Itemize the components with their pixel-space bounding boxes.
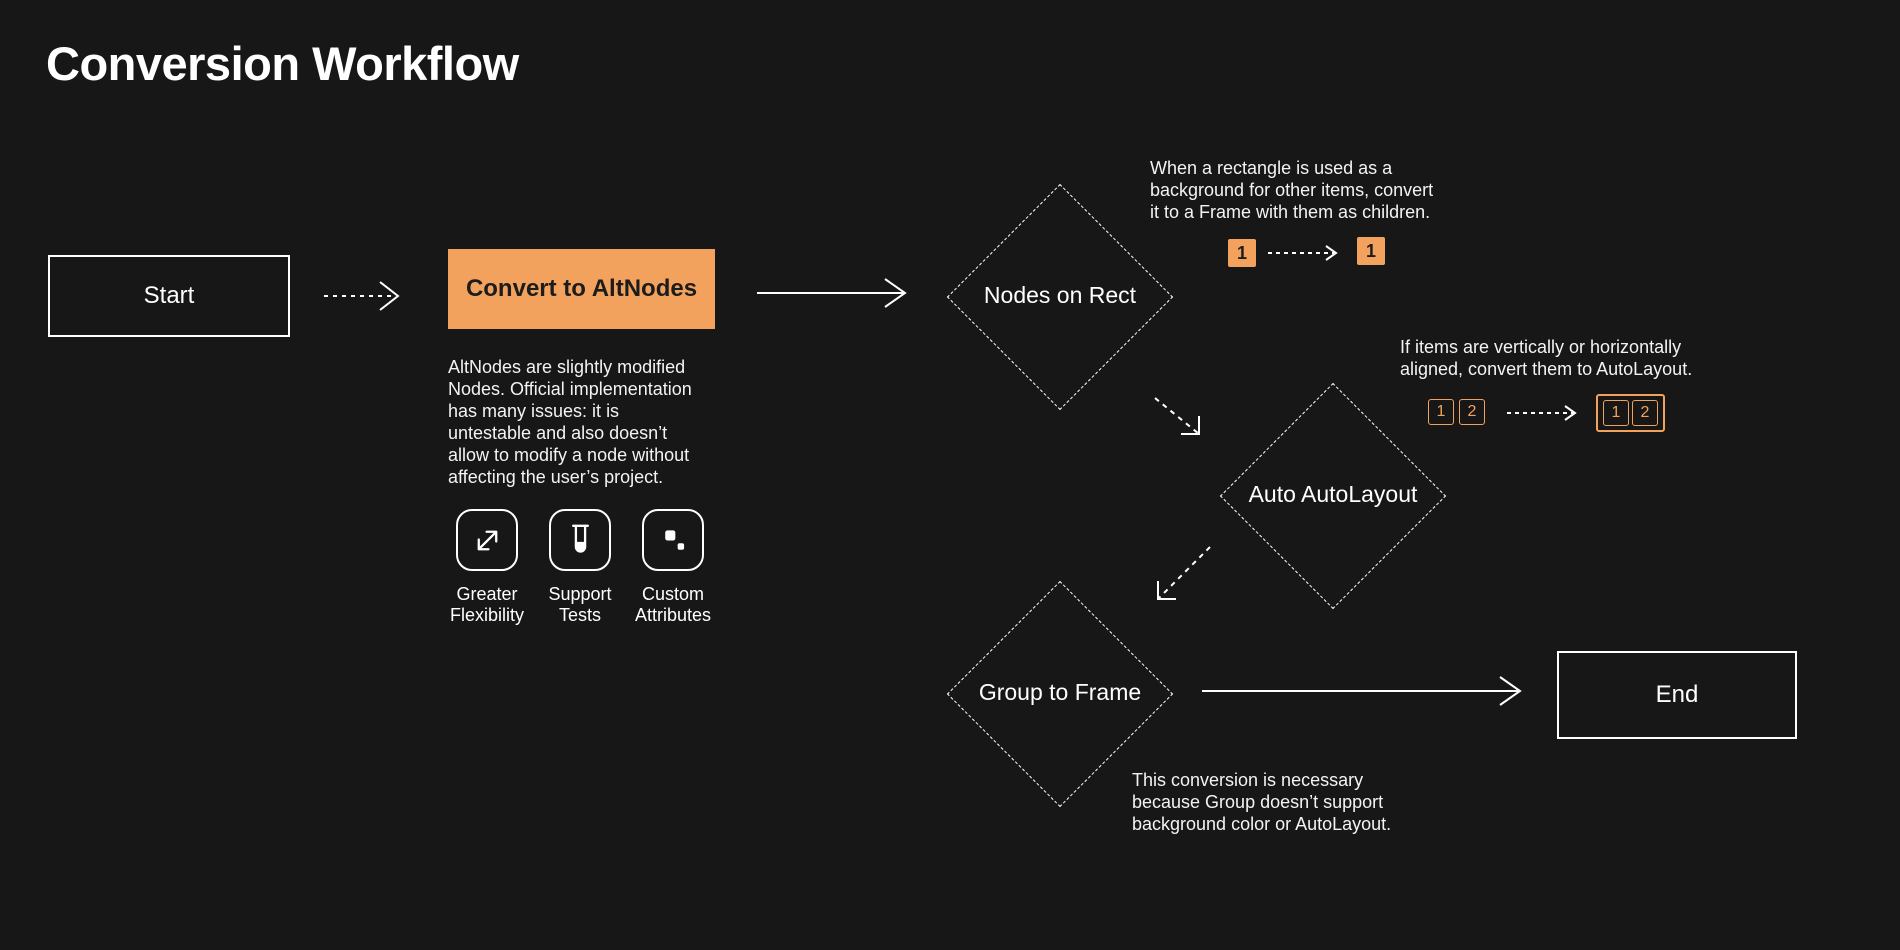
test-tube-icon bbox=[571, 524, 589, 553]
convert-to-altnodes-node: Convert to AltNodes bbox=[448, 249, 715, 329]
feature-custom-attributes-label: Custom Attributes bbox=[634, 584, 712, 625]
rect-to-frame-demo-arrow bbox=[1268, 245, 1338, 261]
feature-greater-flexibility-label: Greater Flexibility bbox=[449, 584, 524, 625]
group-to-frame-label: Group to Frame bbox=[978, 679, 1142, 705]
nodes-on-rect-label: Nodes on Rect bbox=[983, 282, 1137, 308]
autolayout-item-2-after: 2 bbox=[1632, 400, 1658, 426]
end-node-label: End bbox=[1655, 681, 1699, 708]
autolayout-result-group: 1 2 bbox=[1596, 394, 1665, 432]
start-node-label: Start bbox=[143, 282, 195, 309]
feature-support-tests bbox=[549, 509, 611, 571]
arrow-auto-autolayout-to-group-to-frame bbox=[1157, 546, 1211, 600]
autolayout-item-1-after: 1 bbox=[1603, 400, 1629, 426]
rect-before-square: 1 bbox=[1228, 239, 1256, 267]
group-to-frame-annotation: This conversion is necessary because Gro… bbox=[1132, 770, 1392, 834]
autolayout-demo-arrow bbox=[1507, 405, 1577, 421]
expand-arrows-icon bbox=[477, 530, 497, 550]
nodes-on-rect-annotation: When a rectangle is used as a background… bbox=[1150, 158, 1434, 222]
autolayout-item-1-before: 1 bbox=[1428, 399, 1454, 425]
custom-attributes-icon bbox=[664, 529, 684, 550]
autolayout-item-2-before: 2 bbox=[1459, 399, 1485, 425]
auto-autolayout-annotation: If items are vertically or horizontally … bbox=[1400, 337, 1693, 379]
feature-greater-flexibility bbox=[456, 509, 518, 571]
feature-custom-attributes bbox=[642, 509, 704, 571]
altnodes-description: AltNodes are slightly modified Nodes. Of… bbox=[448, 357, 692, 487]
start-node: Start bbox=[48, 255, 290, 337]
arrow-start-to-convert bbox=[324, 281, 400, 311]
arrow-convert-to-nodes-on-rect bbox=[757, 278, 907, 308]
feature-support-tests-label: Support Tests bbox=[548, 584, 612, 625]
page-title: Conversion Workflow bbox=[46, 37, 519, 90]
auto-autolayout-label: Auto AutoLayout bbox=[1248, 481, 1418, 507]
arrow-group-to-frame-to-end bbox=[1202, 676, 1522, 706]
frame-after-square: 1 bbox=[1357, 237, 1385, 265]
end-node: End bbox=[1557, 651, 1797, 739]
arrow-nodes-on-rect-to-auto-autolayout bbox=[1154, 397, 1200, 435]
convert-to-altnodes-label: Convert to AltNodes bbox=[465, 275, 698, 302]
